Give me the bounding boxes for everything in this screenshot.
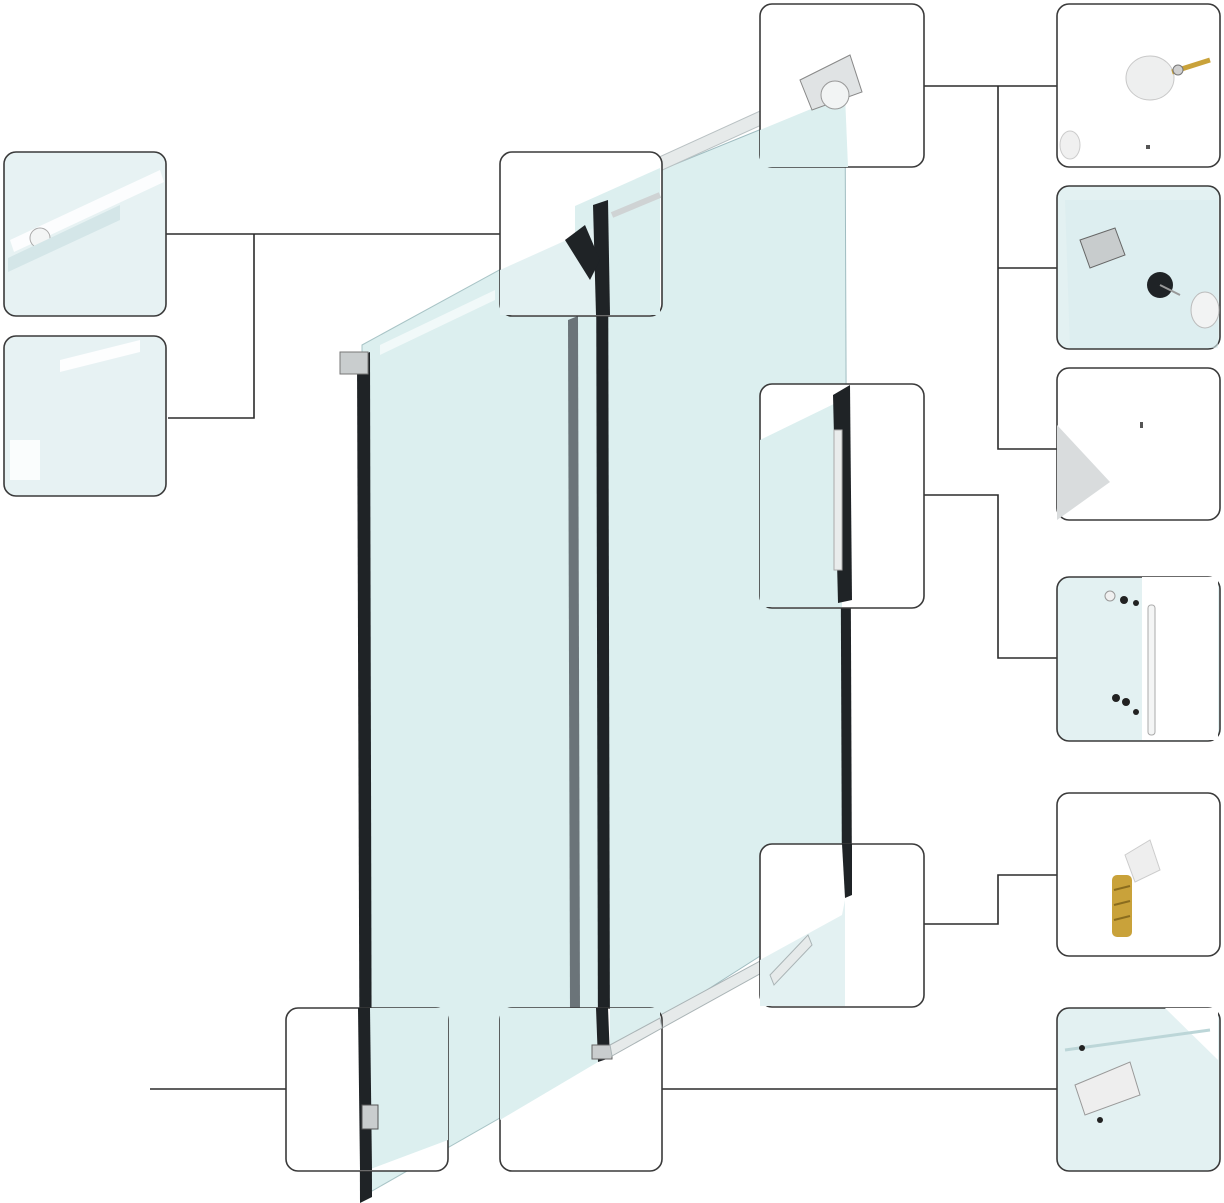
callout-right-4: [1056, 576, 1221, 742]
callout-top-center: [499, 151, 663, 317]
callout-bottom-center: [499, 1007, 663, 1172]
callout-top-right-main: [759, 3, 925, 168]
callout-right-2: [1056, 185, 1221, 350]
door-vertical-frame-inner: [568, 316, 580, 1014]
callout-top-left-2: [3, 335, 167, 497]
wall-profile-top-bracket: [339, 351, 369, 375]
connector-lines: [150, 85, 1057, 1090]
connector-handle: [924, 494, 1057, 659]
callout-right-3: [1056, 367, 1221, 521]
callout-right-6: [1056, 1007, 1221, 1172]
callout-bottom-left: [285, 1007, 449, 1172]
connector-top-left-branch: [168, 234, 255, 419]
callout-lower-right-main: [759, 843, 925, 1008]
callout-right-5: [1056, 792, 1221, 957]
connector-top-right-branch: [997, 86, 1057, 450]
wall-profile: [357, 352, 372, 1203]
callout-right-1: [1056, 3, 1221, 168]
callout-top-left-1: [3, 151, 167, 317]
callout-mid-right-main: [759, 383, 925, 609]
door-vertical-frame: [596, 200, 610, 1062]
connector-lower-right: [924, 874, 1057, 925]
glass-highlight: [380, 290, 495, 355]
